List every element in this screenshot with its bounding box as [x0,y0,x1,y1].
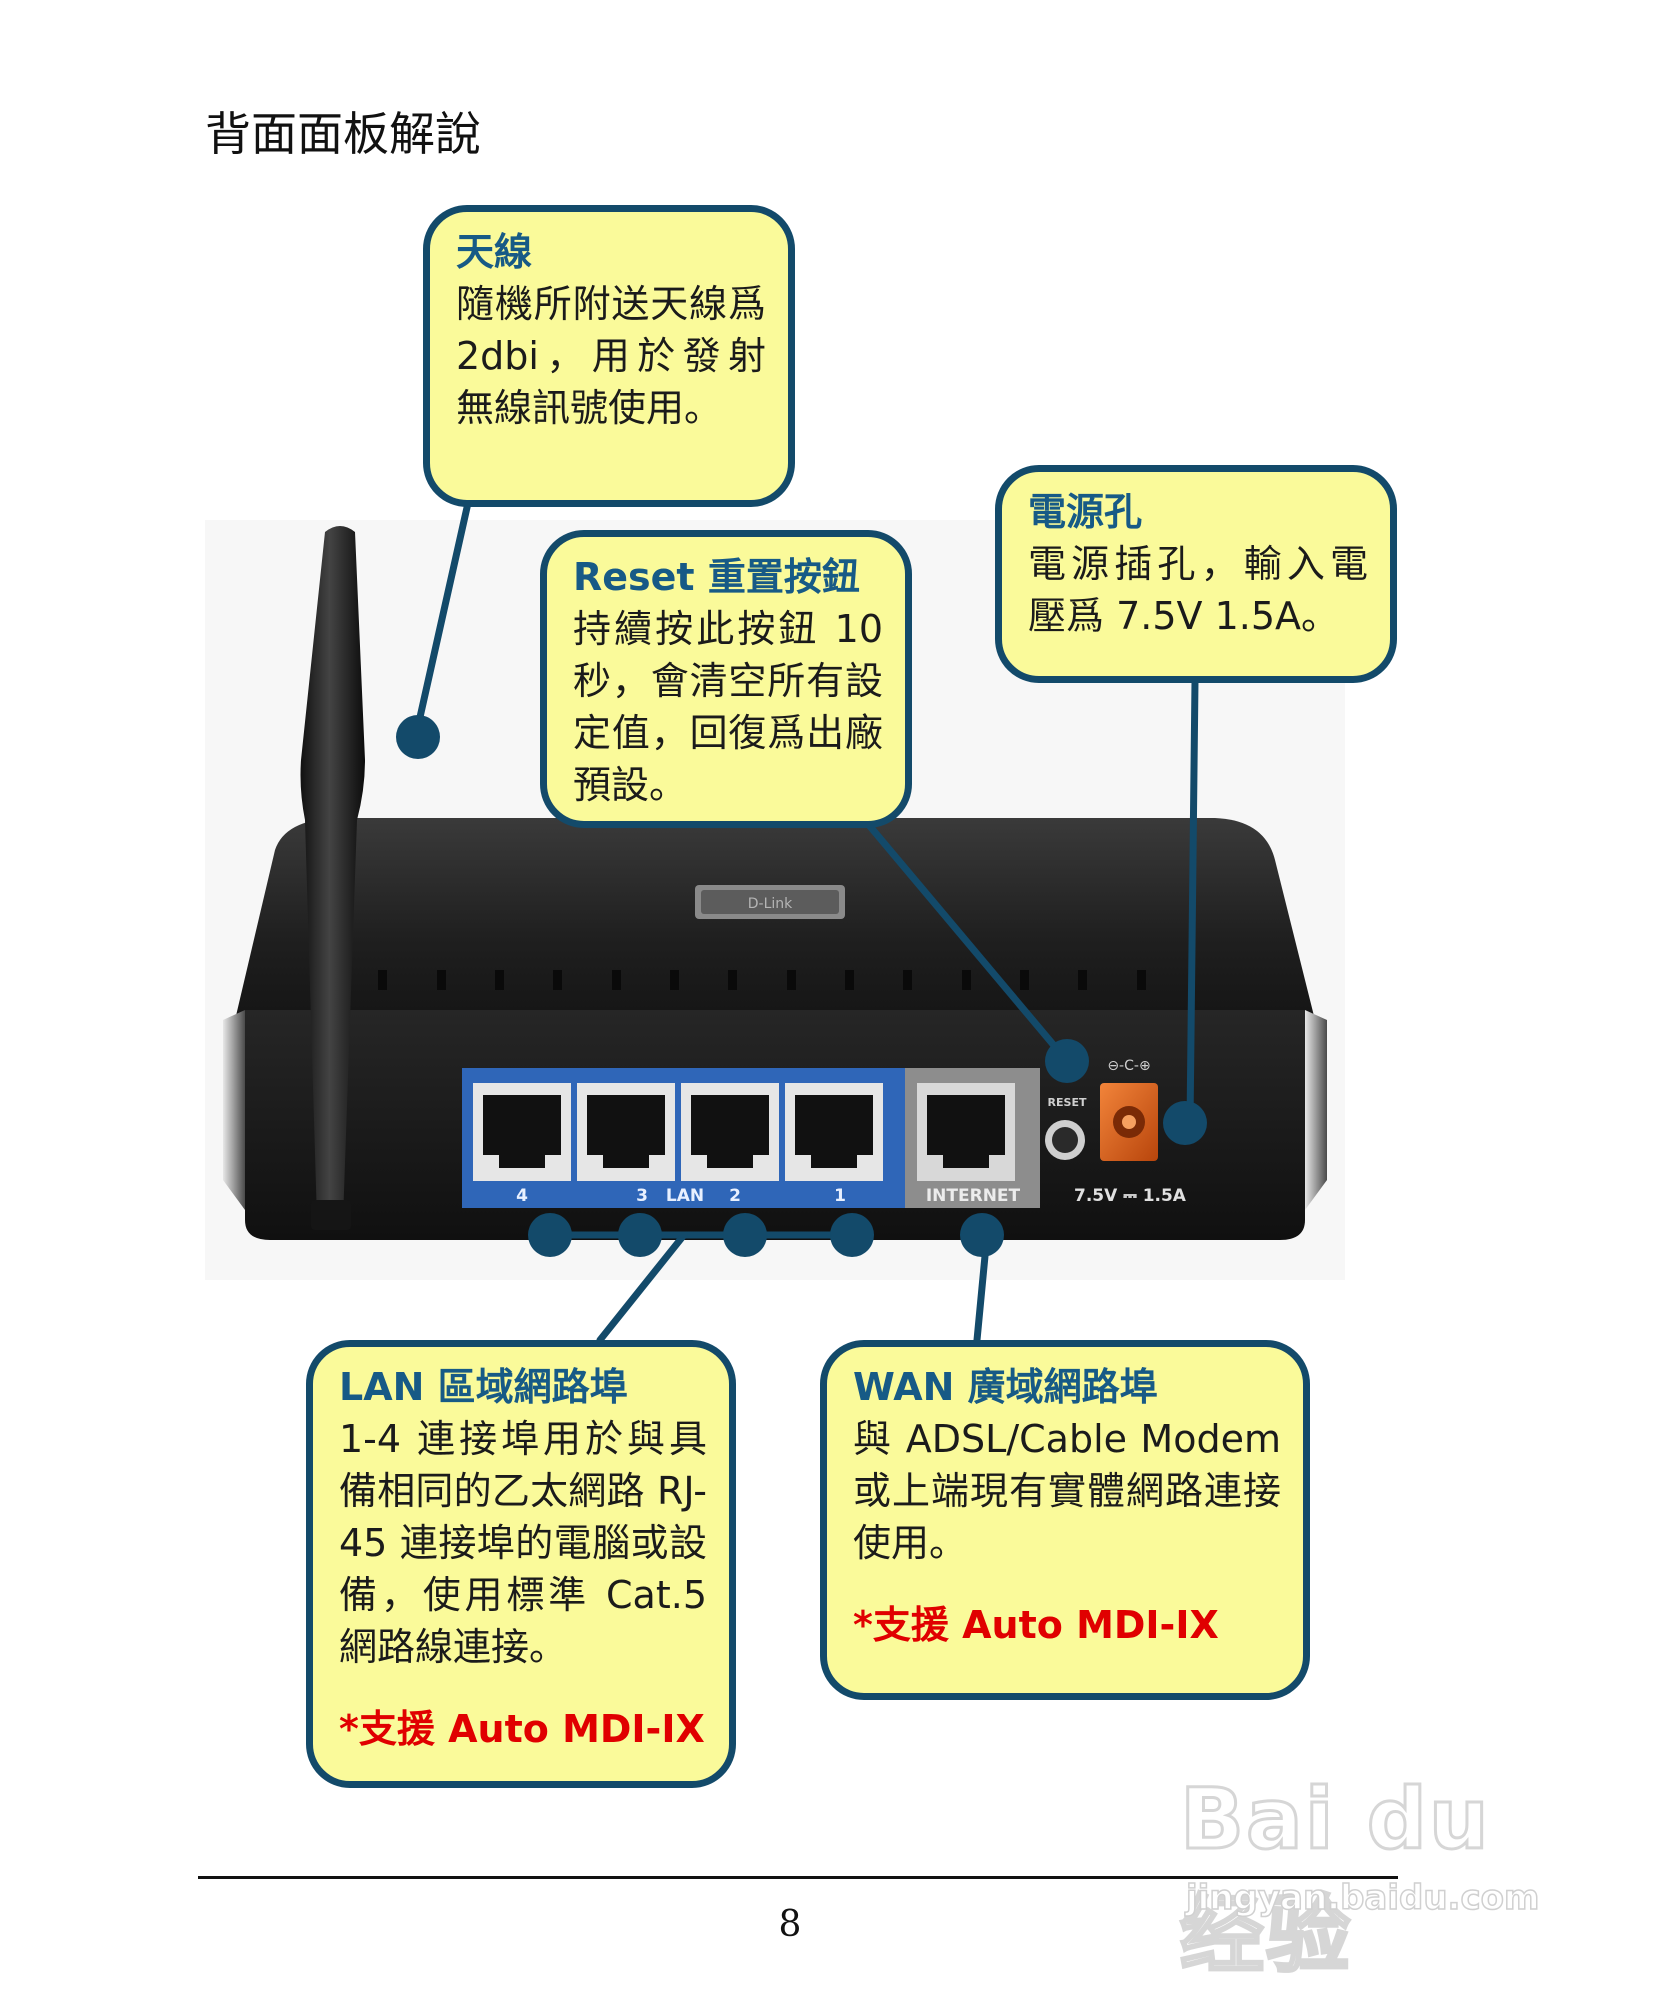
brand-plate-text: D-Link [748,896,793,912]
page-number: 8 [778,1904,802,1945]
lan-port-3[interactable] [577,1083,675,1181]
power-callout: 電源孔 電源插孔，輸入電壓爲 7.5V 1.5A。 [995,465,1397,683]
lan-port-1[interactable] [785,1083,883,1181]
page-title: 背面面板解說 [205,107,481,161]
watermark-url: jingyan.baidu.com [1185,1877,1540,1919]
baidu-watermark: Bai du 经验 jingyan.baidu.com [1179,1740,1600,1986]
reset-callout-title: Reset 重置按鈕 [573,555,860,599]
lan-callout-note: *支援 Auto MDI-IX [339,1707,705,1751]
lan-callout-title: LAN 區域網路埠 [339,1365,628,1409]
antenna [300,526,365,1230]
watermark-brand: Bai du 经验 [1179,1769,1491,1986]
wan-internet-port[interactable] [917,1083,1015,1181]
power-rating-label: 7.5V ⎓ 1.5A [1074,1186,1187,1206]
power-callout-body: 電源插孔，輸入電壓爲 7.5V 1.5A。 [1028,542,1368,638]
lan-port-2[interactable] [681,1083,779,1181]
antenna-callout-body: 隨機所附送天線爲 2dbi，用於發射無線訊號使用。 [456,282,766,430]
power-callout-title: 電源孔 [1028,490,1143,534]
port-label-lan: LAN [666,1186,704,1206]
port-label-3: 3 [636,1186,648,1206]
wan-callout-note: *支援 Auto MDI-IX [853,1603,1219,1647]
reset-callout: Reset 重置按鈕 持續按此按鈕 10 秒，會清空所有設定值，回復爲出廠預設。 [540,530,912,828]
footer-divider [198,1876,1398,1879]
lan-callout-body: 1-4 連接埠用於與具備相同的乙太網路 RJ-45 連接埠的電腦或設備，使用標準… [339,1417,707,1669]
wan-callout-body: 與 ADSL/Cable Modem 或上端現有實體網路連接使用。 [853,1417,1281,1565]
internet-label: INTERNET [926,1186,1021,1206]
lan-port-4[interactable] [473,1083,571,1181]
antenna-callout: 天線 隨機所附送天線爲 2dbi，用於發射無線訊號使用。 [423,205,795,507]
port-label-4: 4 [516,1186,528,1206]
reset-label: RESET [1048,1096,1087,1109]
antenna-callout-title: 天線 [456,230,533,274]
port-label-1: 1 [834,1186,846,1206]
reset-button[interactable] [1045,1120,1085,1160]
power-jack[interactable] [1100,1083,1158,1161]
reset-callout-body: 持續按此按鈕 10 秒，會清空所有設定值，回復爲出廠預設。 [573,607,883,807]
lan-callout: LAN 區域網路埠 1-4 連接埠用於與具備相同的乙太網路 RJ-45 連接埠的… [306,1340,736,1788]
wan-callout-title: WAN 廣域網路埠 [853,1365,1158,1409]
polarity-symbol: ⊖-C-⊕ [1107,1058,1150,1074]
port-label-2: 2 [729,1186,741,1206]
wan-callout: WAN 廣域網路埠 與 ADSL/Cable Modem 或上端現有實體網路連接… [820,1340,1310,1700]
